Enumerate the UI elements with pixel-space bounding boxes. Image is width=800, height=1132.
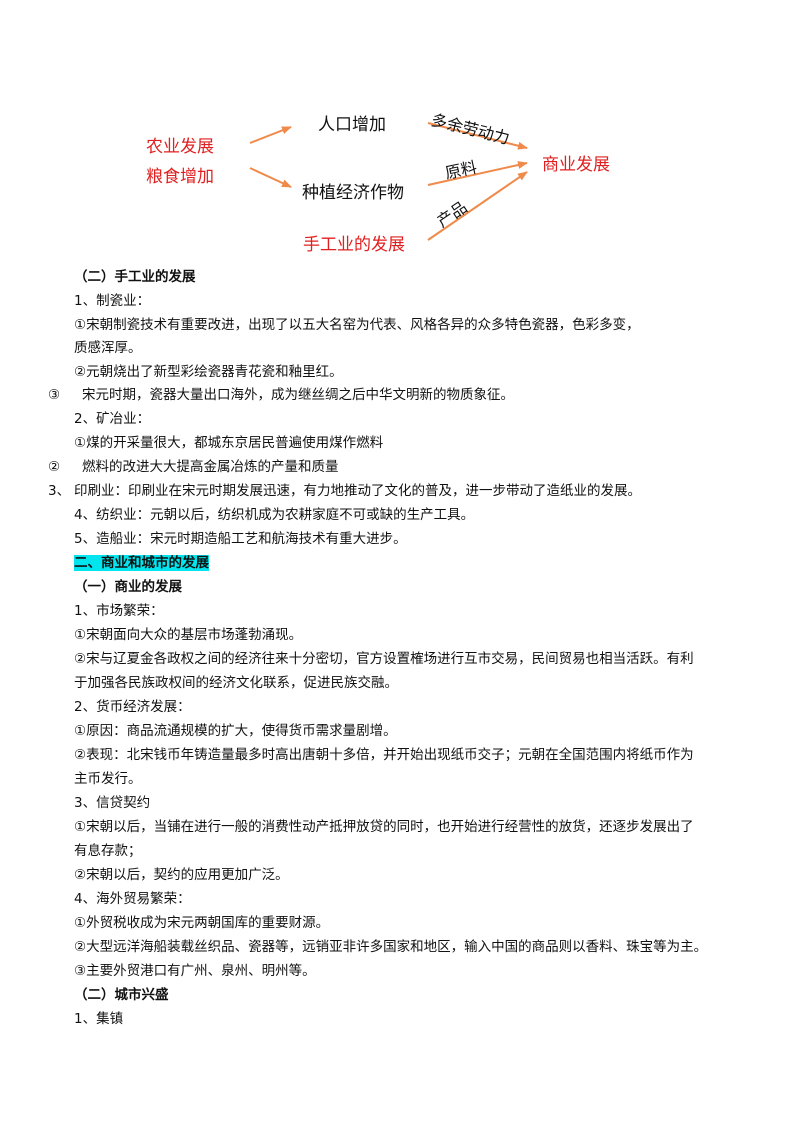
text-line: 主币发行。 (74, 771, 142, 787)
list-marker: ③ (48, 387, 61, 403)
text-line: 1、集镇 (74, 1011, 124, 1027)
heading-handicraft: （二）手工业的发展 (74, 269, 196, 285)
diagram-commerce: 商业发展 (542, 155, 610, 175)
arrow-agri-to-population (249, 126, 292, 144)
text-line: ①煤的开采量很大，都城东京居民普遍使用煤作燃料 (74, 435, 384, 451)
text-line: 4、纺织业：元朝以后，纺织机成为农耕家庭不可或缺的生产工具。 (74, 507, 475, 523)
text-line: ①宋朝制瓷技术有重要改进，出现了以五大名窑为代表、风格各异的众多特色瓷器，色彩多… (74, 317, 640, 333)
text-line: 1、市场繁荣： (74, 603, 164, 619)
flow-diagram: 农业发展 粮食增加 人口增加 种植经济作物 手工业的发展 商业发展 多余劳动力 … (0, 0, 800, 262)
text-line: 2、货币经济发展： (74, 699, 191, 715)
text-line: ①外贸税收成为宋元两朝国库的重要财源。 (74, 915, 330, 931)
text-line: ①宋朝面向大众的基层市场蓬勃涌现。 (74, 627, 303, 643)
arrow-population-to-commerce (427, 122, 528, 150)
text-line: 宋元时期，瓷器大量出口海外，成为继丝绸之后中华文明新的物质象征。 (82, 387, 514, 403)
text-line: ②宋朝以后，契约的应用更加广泛。 (74, 867, 289, 883)
text-line: 5、造船业：宋元时期造船工艺和航海技术有重大进步。 (74, 531, 407, 547)
text-line: 于加强各民族政权间的经济文化联系，促进民族交融。 (74, 675, 398, 691)
text-line: 3、信贷契约 (74, 795, 151, 811)
diagram-cash-crops: 种植经济作物 (302, 183, 404, 203)
diagram-arrows (249, 122, 528, 241)
text-line: ③主要外贸港口有广州、泉州、明州等。 (74, 963, 316, 979)
text-line: 1、制瓷业： (74, 293, 151, 309)
heading-commerce: （一）商业的发展 (74, 579, 182, 595)
text-line: 2、矿冶业： (74, 411, 151, 427)
diagram-grain: 粮食增加 (146, 167, 214, 187)
text-line: 4、海外贸易繁荣： (74, 891, 191, 907)
arrow-cashcrops-to-commerce (427, 161, 528, 186)
text-line: ①宋朝以后，当铺在进行一般的消费性动产抵押放贷的同时，也开始进行经营性的放货，还… (74, 819, 694, 835)
heading-commerce-city: 二、商业和城市的发展 (74, 555, 209, 571)
text-line: ②大型远洋海船装载丝织品、瓷器等，远销亚非许多国家和地区，输入中国的商品则以香料… (74, 939, 708, 955)
text-line: 燃料的改进大大提高金属冶炼的产量和质量 (82, 459, 339, 475)
text-line: ②元朝烧出了新型彩绘瓷器青花瓷和釉里红。 (74, 364, 343, 380)
list-marker: ② (48, 459, 61, 475)
diagram-handicraft: 手工业的发展 (303, 235, 405, 255)
text-line: 质感浑厚。 (74, 340, 142, 356)
arrow-handicraft-to-commerce (427, 171, 528, 241)
list-marker: 3、 (48, 483, 71, 499)
text-line: 印刷业：印刷业在宋元时期发展迅速，有力地推动了文化的普及，进一步带动了造纸业的发… (74, 483, 641, 499)
text-line: 有息存款； (74, 843, 142, 859)
diagram-agriculture: 农业发展 (146, 137, 214, 157)
arrow-agri-to-cashcrops (249, 167, 292, 188)
text-line: ②表现：北宋钱币年铸造量最多时高出唐朝十多倍，并开始出现纸币交子；元朝在全国范围… (74, 747, 694, 763)
diagram-population: 人口增加 (318, 115, 386, 135)
heading-city: （二）城市兴盛 (74, 987, 169, 1003)
text-line: ①原因：商品流通规模的扩大，使得货币需求量剧增。 (74, 723, 397, 739)
text-line: ②宋与辽夏金各政权之间的经济往来十分密切，官方设置榷场进行互市交易，民间贸易也相… (74, 651, 694, 667)
